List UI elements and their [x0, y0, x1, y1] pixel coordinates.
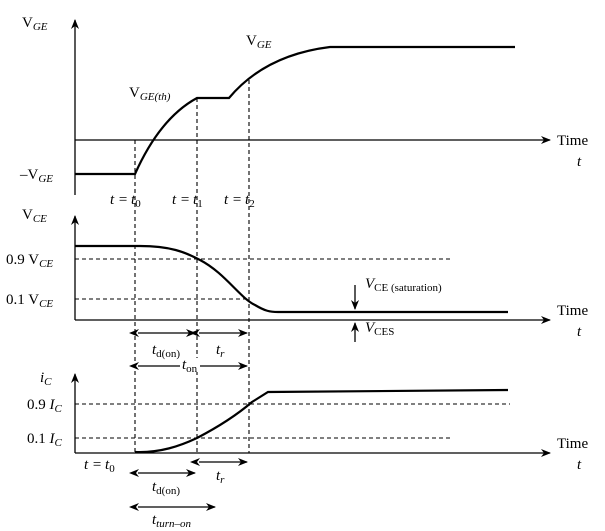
vces-label: VCES	[365, 320, 394, 338]
t1-label: t =t1	[172, 192, 203, 210]
vge-curve-label: VGE	[246, 33, 272, 51]
neg-vge-label: –VGE	[19, 167, 53, 185]
gate-voltage-panel: VGE –VGE VGE(th) VGE Time t t =t0 t =t1 …	[19, 15, 588, 210]
time-label-3: Time	[557, 436, 588, 452]
ton-label: ton	[182, 357, 198, 375]
ic-td-on-label: td(on)	[152, 479, 180, 497]
time-symbol-3: t	[577, 457, 582, 473]
ic-curve	[134, 388, 509, 454]
t2-label: t =t2	[224, 192, 255, 210]
vge-threshold-label: VGE(th)	[129, 85, 171, 103]
vce-saturation-label: VCE (saturation)	[365, 276, 442, 294]
collector-current-panel: iC 0.9 IC 0.1 IC Time t t =t0 td(on) tr …	[27, 370, 588, 530]
time-label-2: Time	[557, 303, 588, 319]
time-symbol-1: t	[577, 154, 582, 170]
tr-label: tr	[216, 342, 225, 360]
vge-curve	[75, 45, 515, 176]
time-label-1: Time	[557, 133, 588, 149]
time-symbol-2: t	[577, 324, 582, 340]
ic-y-label: iC	[40, 370, 52, 388]
turn-on-label: tturn–on	[152, 512, 192, 530]
vge-y-label: VGE	[22, 15, 48, 33]
ic-90-label: 0.9 IC	[27, 397, 63, 415]
vce-curve	[75, 244, 508, 314]
t0-label: t =t0	[110, 192, 141, 210]
collector-emitter-voltage-panel: VCE 0.9 VCE 0.1 VCE VCE (saturation) VCE…	[6, 207, 588, 375]
ic-10-label: 0.1 IC	[27, 431, 63, 449]
vce-10-label: 0.1 VCE	[6, 292, 53, 310]
ic-tr-label: tr	[216, 468, 225, 486]
ic-t0-label: t =t0	[84, 457, 115, 475]
td-on-label: td(on)	[152, 342, 180, 360]
vce-y-label: VCE	[22, 207, 47, 225]
vce-90-label: 0.9 VCE	[6, 252, 53, 270]
